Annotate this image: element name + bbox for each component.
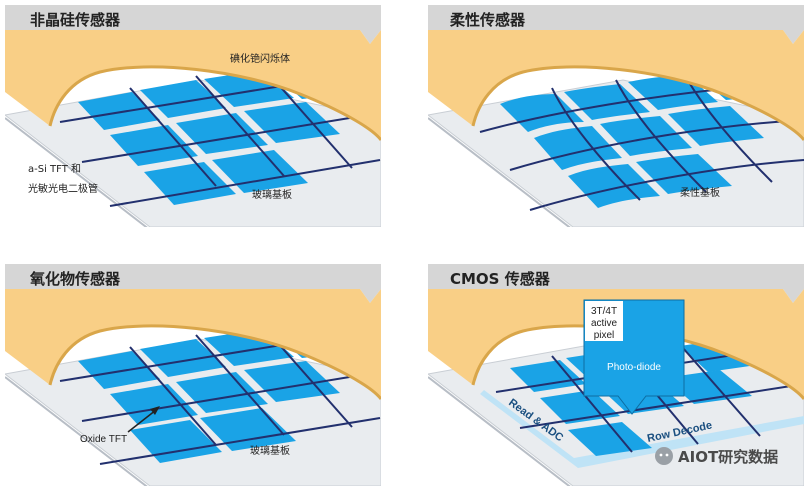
pixel-array	[78, 321, 366, 463]
csi-scintillator	[5, 30, 381, 140]
tft-label-line1: a-Si TFT 和	[28, 163, 81, 175]
pixel-label-line2: active	[591, 318, 618, 329]
tft-label-line2: 光敏光电二极管	[28, 182, 98, 195]
photodiode-label: Photo-diode	[607, 362, 661, 373]
scintillator-label: 碘化铯闪烁体	[230, 52, 290, 65]
panel-title: 非晶硅传感器	[30, 11, 121, 29]
header-bar	[5, 5, 381, 44]
panel-amorphous: 非晶硅传感器 碘化铯闪烁体 a-Si TFT 和 光敏光电二极管 玻璃基板	[5, 5, 381, 227]
header-bar	[428, 5, 804, 44]
substrate-label: 柔性基板	[680, 186, 720, 199]
csi-scintillator	[428, 289, 804, 399]
watermark: AIOT研究数据	[655, 447, 778, 466]
watermark-text: AIOT研究数据	[678, 448, 778, 466]
pixel-callout: 3T/4T active pixel Photo-diode	[583, 299, 685, 415]
pixel-callout-white	[585, 301, 623, 341]
pixel-label-line1: 3T/4T	[591, 306, 617, 317]
panel-flexible: 柔性传感器 柔性基板	[428, 5, 804, 227]
pixel-label-line3: pixel	[594, 330, 615, 341]
substrate-label: 玻璃基板	[252, 188, 292, 201]
readout-strips	[480, 390, 804, 468]
panel-title: CMOS 传感器	[450, 270, 551, 288]
panel-oxide: 氧化物传感器 Oxide TFT 玻璃基板	[5, 264, 381, 486]
oxide-tft-label: Oxide TFT	[80, 434, 127, 445]
csi-scintillator	[5, 289, 381, 399]
panel-title: 柔性传感器	[450, 11, 526, 29]
substrate-label: 玻璃基板	[250, 444, 290, 457]
csi-scintillator	[428, 30, 804, 140]
panel-title: 氧化物传感器	[29, 270, 121, 288]
oxide-tft-arrow	[127, 406, 160, 433]
header-bar	[5, 264, 381, 303]
panel-cmos: 3T/4T active pixel Photo-diode Read & AD…	[428, 264, 804, 486]
wechat-icon	[655, 447, 673, 465]
header-bar	[428, 264, 804, 303]
